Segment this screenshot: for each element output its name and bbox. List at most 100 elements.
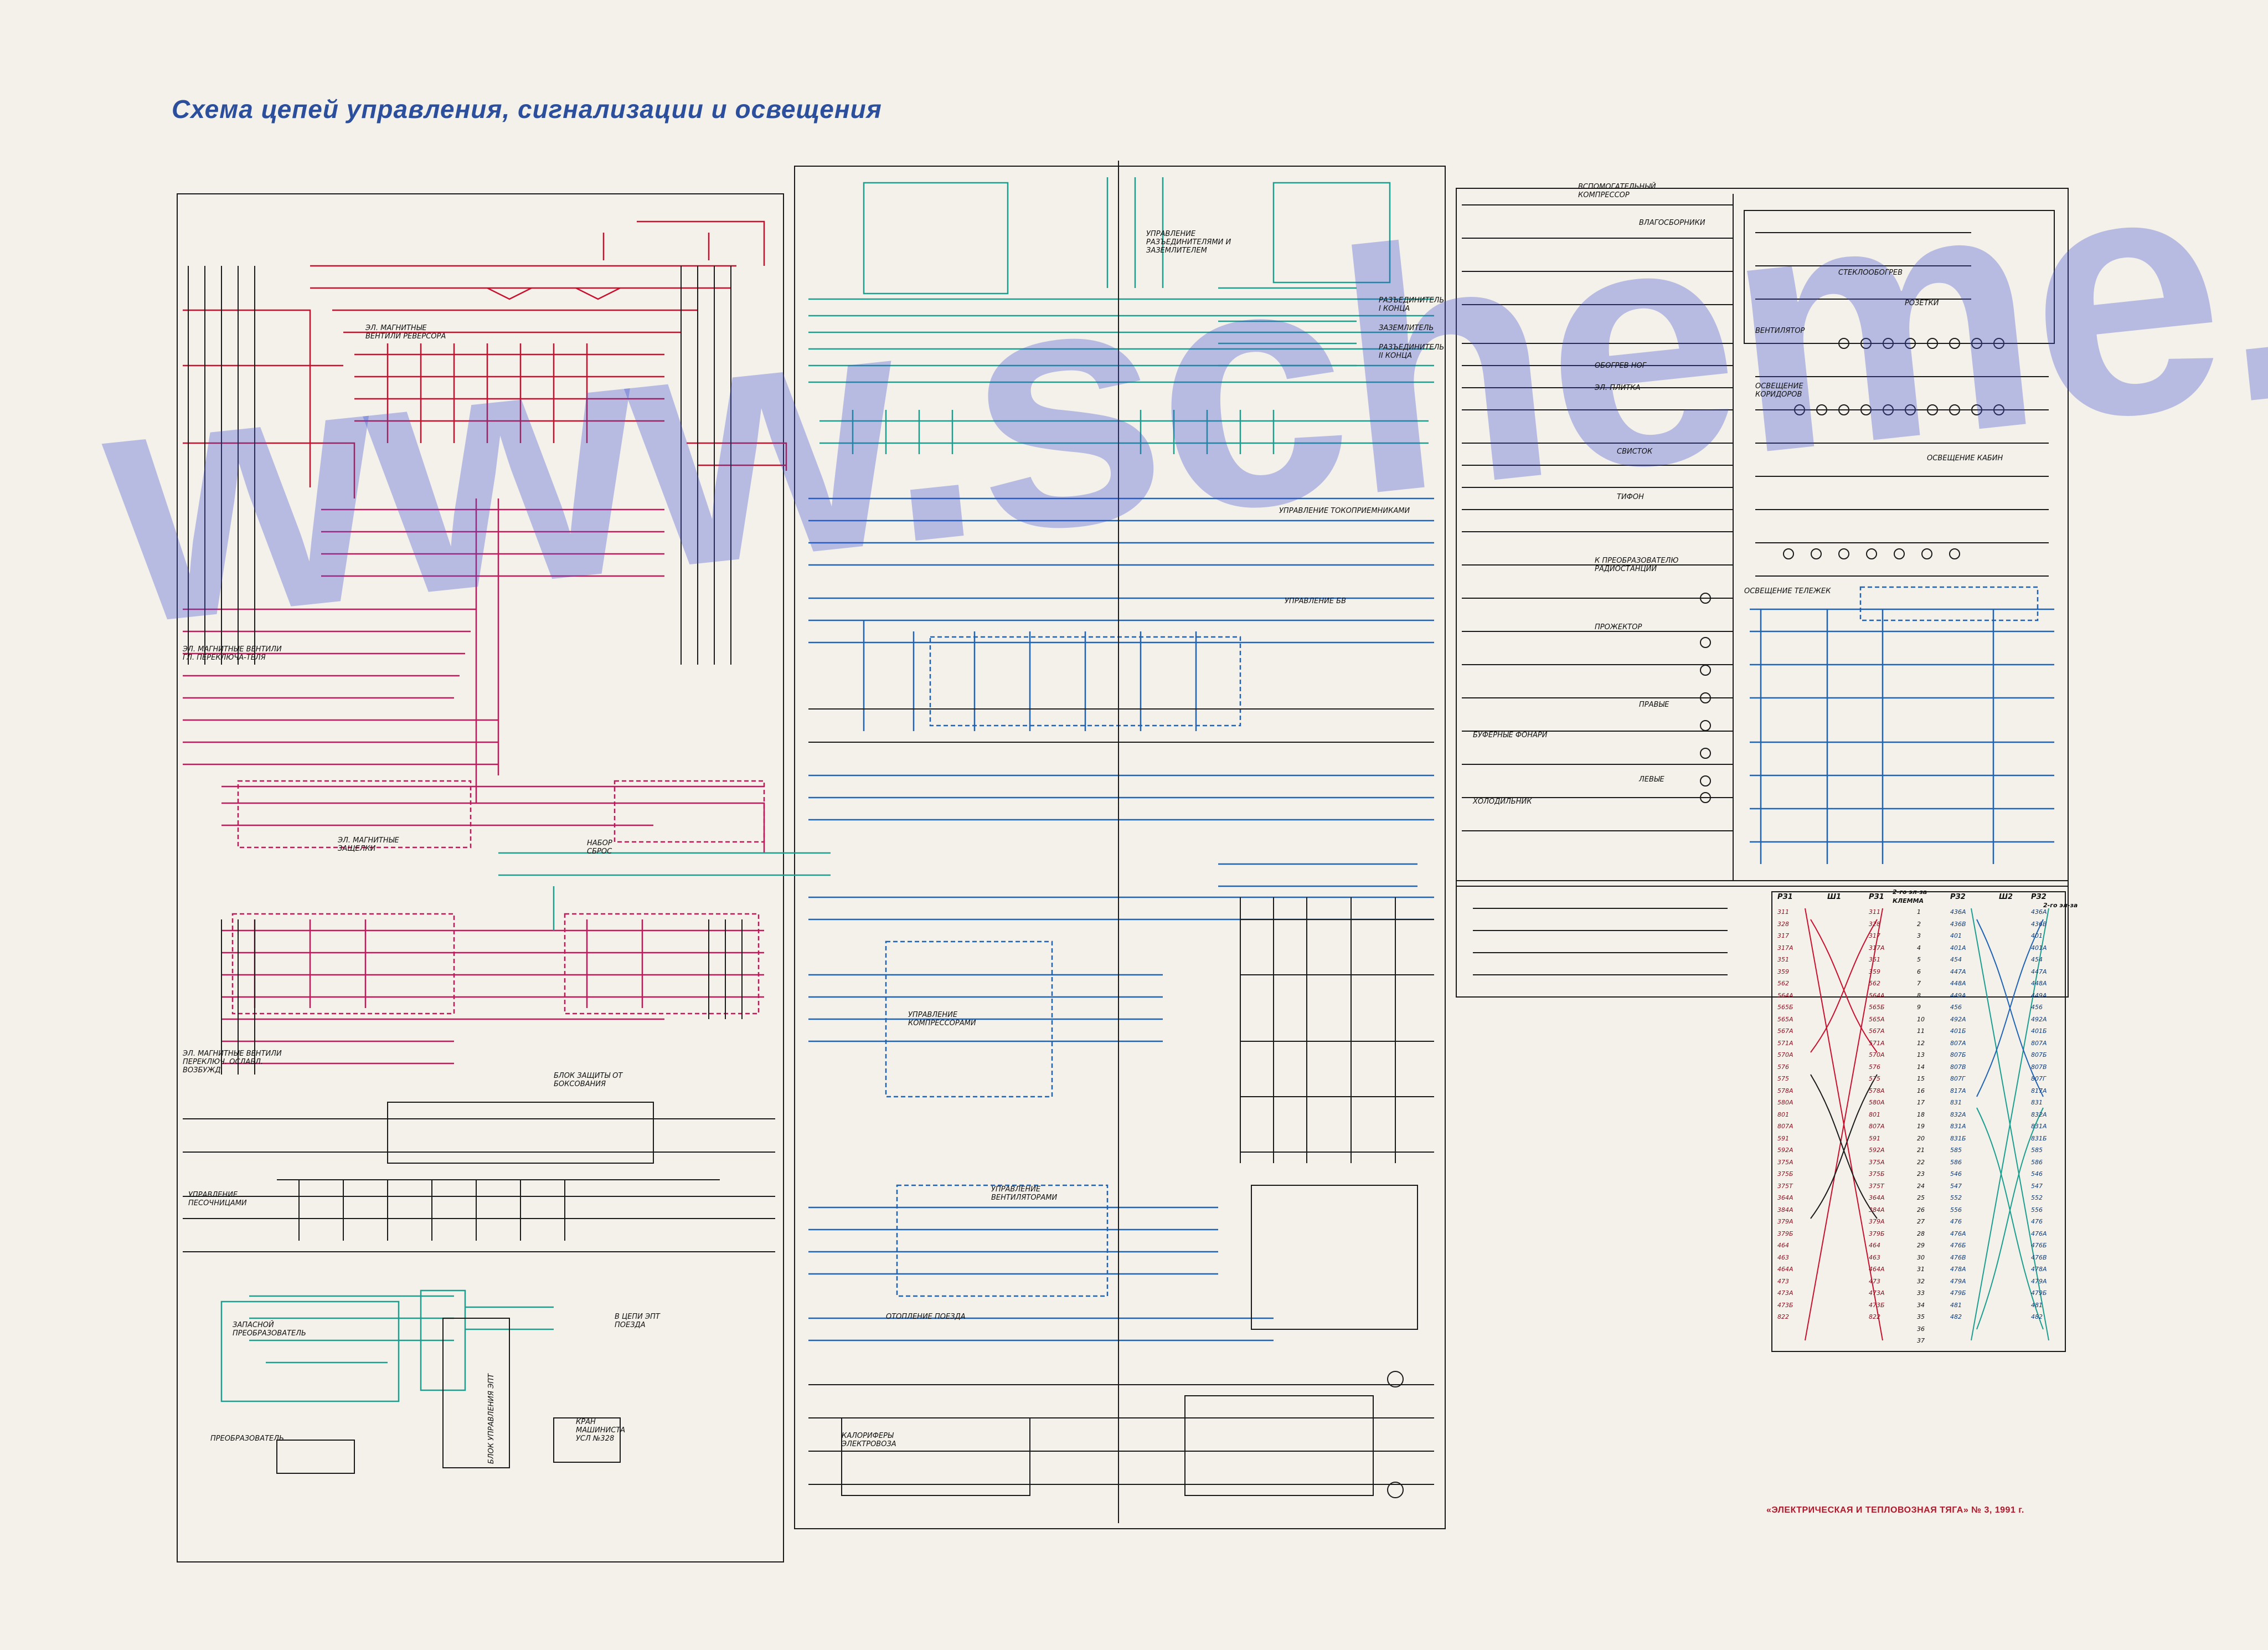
right-panel-frame (1456, 188, 2069, 887)
terminal-cross-wires (1771, 891, 2066, 1352)
terminal-wire-label: 479А (2031, 1277, 2047, 1285)
terminal-wire-label: 831А (1950, 1123, 1966, 1130)
terminal-wire-label: 807Б (2031, 1051, 2047, 1058)
black-aux-circuits (1462, 194, 2055, 975)
terminal-wire-label: 464 (1777, 1242, 1789, 1249)
label-earthing-switch: ЗАЗЕМЛИТЕЛЬ (1379, 324, 1434, 332)
right-lower-frame (1456, 880, 2069, 998)
label-foot-heating: ОБОГРЕВ НОГ (1595, 362, 1646, 370)
terminal-wire-label: 564А (1869, 991, 1885, 999)
terminal-wire-label: 832А (2031, 1111, 2047, 1118)
label-bogie-lighting: ОСВЕЩЕНИЕ ТЕЛЕЖЕК (1744, 587, 1831, 595)
terminal-wire-label: 556 (1950, 1206, 1962, 1214)
terminal-wire-label: 20 (1917, 1134, 1925, 1142)
terminal-wire-label: 37 (1917, 1337, 1925, 1344)
terminal-wire-label: 479А (1950, 1277, 1966, 1285)
terminal-wire-label: 585 (2031, 1147, 2043, 1154)
terminal-wire-label: 565А (1869, 1015, 1885, 1023)
terminal-wire-label: 364А (1777, 1194, 1793, 1201)
terminal-wire-label: 546 (2031, 1170, 2043, 1178)
terminal-wire-label: 556 (2031, 1206, 2043, 1214)
terminal-wire-label: 546 (1950, 1170, 1962, 1178)
terminal-wire-label: 401 (1950, 932, 1962, 939)
terminal-wire-label: 10 (1917, 1015, 1925, 1023)
terminal-wire-label: 807Г (2031, 1075, 2047, 1082)
label-cab-lighting: ОСВЕЩЕНИЕ КАБИН (1927, 454, 2003, 462)
label-aux-compressor: ВСПОМОГАТЕЛЬНЫЙ КОМПРЕССОР (1578, 183, 1656, 199)
terminal-wire-label: 463 (1777, 1253, 1789, 1261)
terminal-wire-label: 14 (1917, 1063, 1925, 1071)
terminal-wire-label: 831А (2031, 1123, 2047, 1130)
terminal-wire-label: 492А (2031, 1015, 2047, 1023)
terminal-wire-label: 592А (1869, 1147, 1885, 1154)
label-switch-valves: ЭЛ. МАГНИТНЫЕ ВЕНТИЛИ ГЛ. ПЕРЕКЛЮЧА-ТЕЛЯ (183, 645, 282, 662)
terminal-wire-label: 831Б (1950, 1134, 1966, 1142)
terminal-wire-label: 473Б (1869, 1301, 1885, 1309)
label-ept-control-unit: БЛОК УПРАВЛЕНИЯ ЭПТ (487, 1374, 496, 1464)
table-header-terminal: КЛЕММА (1893, 897, 1924, 904)
table-header-rz2-a: РЗ2 (1950, 893, 1966, 901)
label-magnetic-latches: ЭЛ. МАГНИТНЫЕ ЗАЩЕЛКИ (338, 836, 399, 853)
terminal-wire-label: 807А (1777, 1123, 1793, 1130)
label-disconnector-control: УПРАВЛЕНИЕ РАЗЪЕДИНИТЕЛЯМИ И ЗАЗЕМЛИТЕЛЕ… (1146, 230, 1231, 255)
terminal-wire-label: 562 (1869, 980, 1880, 987)
terminal-wire-label: 6 (1917, 968, 1921, 975)
label-sandbox-control: УПРАВЛЕНИЕ ПЕСОЧНИЦАМИ (188, 1191, 247, 1207)
terminal-wire-label: 18 (1917, 1111, 1925, 1118)
terminal-wire-label: 36 (1917, 1325, 1925, 1333)
terminal-wire-label: 401 (2031, 932, 2043, 939)
terminal-wire-label: 328 (1777, 920, 1789, 928)
terminal-wire-label: 449А (2031, 991, 2047, 999)
terminal-wire-label: 317 (1869, 932, 1880, 939)
terminal-wire-label: 476В (1950, 1253, 1966, 1261)
terminal-wire-label: 317А (1869, 944, 1885, 952)
label-reversor-valves: ЭЛ. МАГНИТНЫЕ ВЕНТИЛИ РЕВЕРСОРА (365, 324, 446, 341)
label-fan-control: УПРАВЛЕНИЕ ВЕНТИЛЯТОРАМИ (991, 1185, 1058, 1202)
terminal-wire-label: 576 (1869, 1063, 1880, 1071)
terminal-wire-label: 479Б (2031, 1289, 2047, 1297)
terminal-wire-label: 375А (1869, 1158, 1885, 1166)
terminal-wire-label: 481 (1950, 1301, 1962, 1309)
table-header-second-loco-a: 2-го эл-за (1893, 888, 1927, 896)
label-train-heating: ОТОПЛЕНИЕ ПОЕЗДА (886, 1313, 966, 1321)
terminal-wire-label: 822 (1869, 1313, 1880, 1320)
label-buffer-lights: БУФЕРНЫЕ ФОНАРИ (1473, 731, 1548, 739)
terminal-wire-label: 436В (1950, 920, 1966, 928)
terminal-wire-label: 8 (1917, 991, 1921, 999)
terminal-wire-label: 375Т (1869, 1182, 1884, 1190)
terminal-wire-label: 591 (1869, 1134, 1880, 1142)
terminal-wire-label: 479Б (1950, 1289, 1966, 1297)
terminal-wire-label: 580А (1869, 1099, 1885, 1106)
terminal-wire-label: 30 (1917, 1253, 1925, 1261)
terminal-wire-label: 447А (1950, 968, 1966, 975)
table-header-sh2: Ш2 (1999, 893, 2013, 901)
terminal-wire-label: 379А (1777, 1218, 1793, 1225)
terminal-wire-label: 375Б (1777, 1170, 1793, 1178)
terminal-wire-label: 24 (1917, 1182, 1925, 1190)
terminal-wire-label: 375Б (1869, 1170, 1885, 1178)
terminal-wire-label: 831 (1950, 1099, 1962, 1106)
terminal-wire-label: 565А (1777, 1015, 1793, 1023)
terminal-wire-label: 7 (1917, 980, 1921, 987)
terminal-wire-label: 547 (2031, 1182, 2043, 1190)
terminal-wire-label: 454 (2031, 956, 2043, 963)
terminal-wire-label: 21 (1917, 1147, 1925, 1154)
left-panel-frame (177, 193, 784, 1562)
terminal-wire-label: 34 (1917, 1301, 1925, 1309)
terminal-wire-label: 4 (1917, 944, 1921, 952)
terminal-wire-label: 317 (1777, 932, 1789, 939)
terminal-wire-label: 23 (1917, 1170, 1925, 1178)
terminal-wire-label: 476 (2031, 1218, 2043, 1225)
terminal-wire-label: 28 (1917, 1230, 1925, 1237)
terminal-wire-label: 436А (2031, 908, 2047, 916)
label-driver-valve: КРАН МАШИНИСТА УСЛ №328 (576, 1418, 626, 1443)
footer-credit: «ЭЛЕКТРИЧЕСКАЯ И ТЕПЛОВОЗНАЯ ТЯГА» № 3, … (1766, 1505, 2024, 1515)
black-circuits-left (183, 266, 775, 1474)
label-pantograph-control: УПРАВЛЕНИЕ ТОКОПРИЕМНИКАМИ (1279, 507, 1410, 515)
terminal-wire-label: 473А (1777, 1289, 1793, 1297)
terminal-wire-label: 565Б (1777, 1004, 1793, 1011)
terminal-wire-label: 401Б (1950, 1027, 1966, 1035)
terminal-wire-label: 482 (2031, 1313, 2043, 1320)
